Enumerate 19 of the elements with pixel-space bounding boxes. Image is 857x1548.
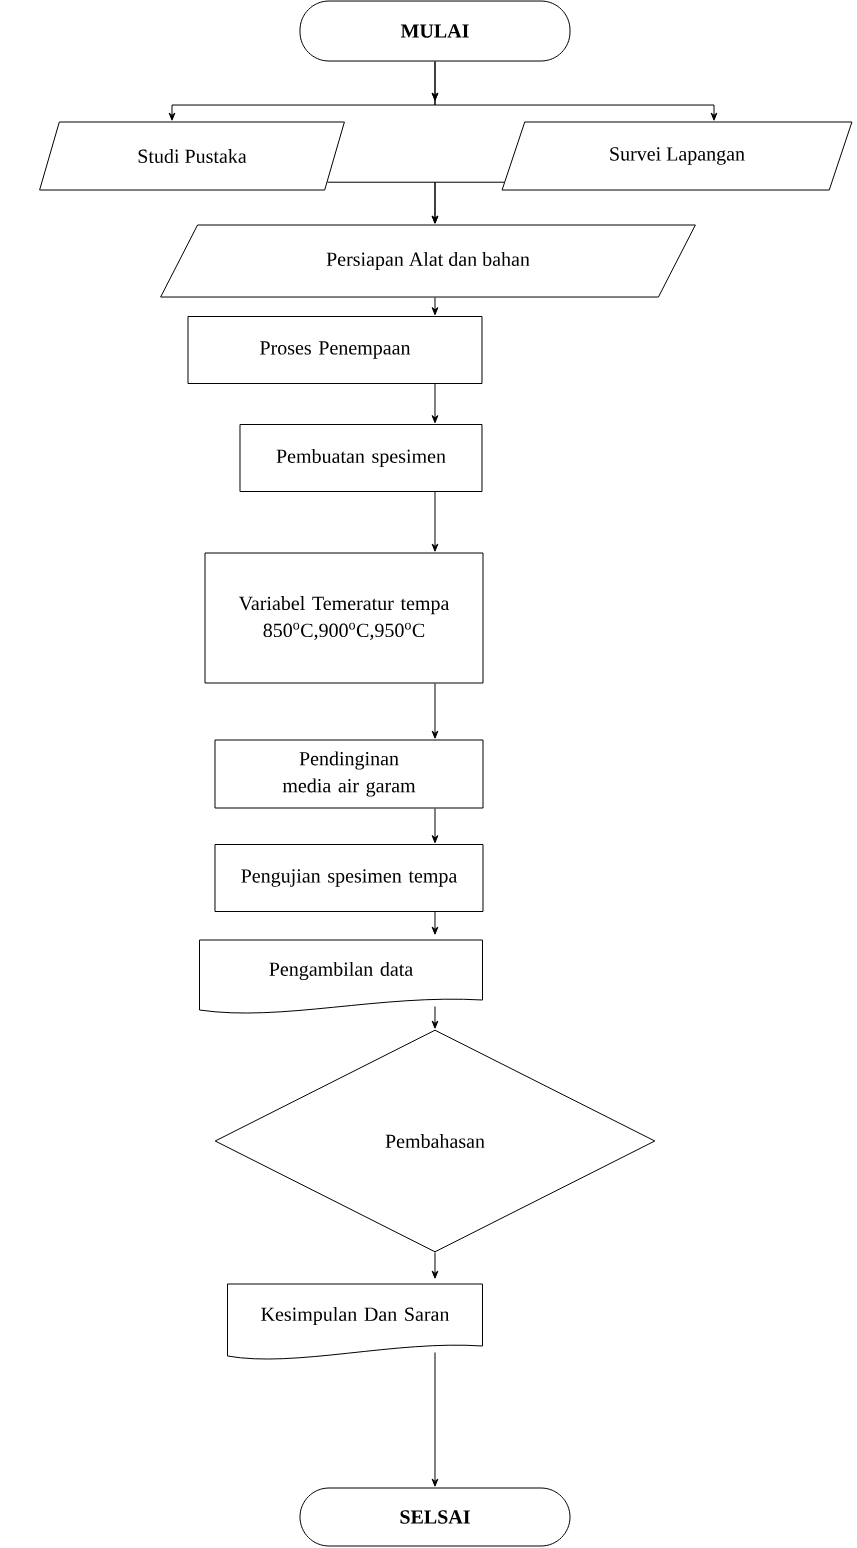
process-box: Pendinginan media air garam [214,739,484,809]
arrow [431,181,505,224]
process-box: Pengujian spesimen tempa [214,844,484,912]
arrow [431,1352,439,1487]
process-box: Variabel Temeratur tempa 850$^{o}$C,900$^{o}$C,950$^{o}$C [204,552,484,684]
arrow [431,61,718,121]
process-box: Proses Penempaan [187,316,483,384]
arrow [431,1252,439,1279]
arrow [431,683,439,739]
input-parallelogram: Survei Lapangan [501,121,853,191]
arrow [431,297,439,316]
input-parallelogram: Persiapan Alat dan bahan [160,224,696,298]
input-parallelogram: Studi Pustaka [39,121,345,191]
arrow [431,383,439,424]
arrow [431,1006,439,1029]
arrow [431,808,439,844]
process-box: Pembuatan spesimen [239,424,483,492]
arrow [431,911,439,935]
arrow [431,491,439,552]
